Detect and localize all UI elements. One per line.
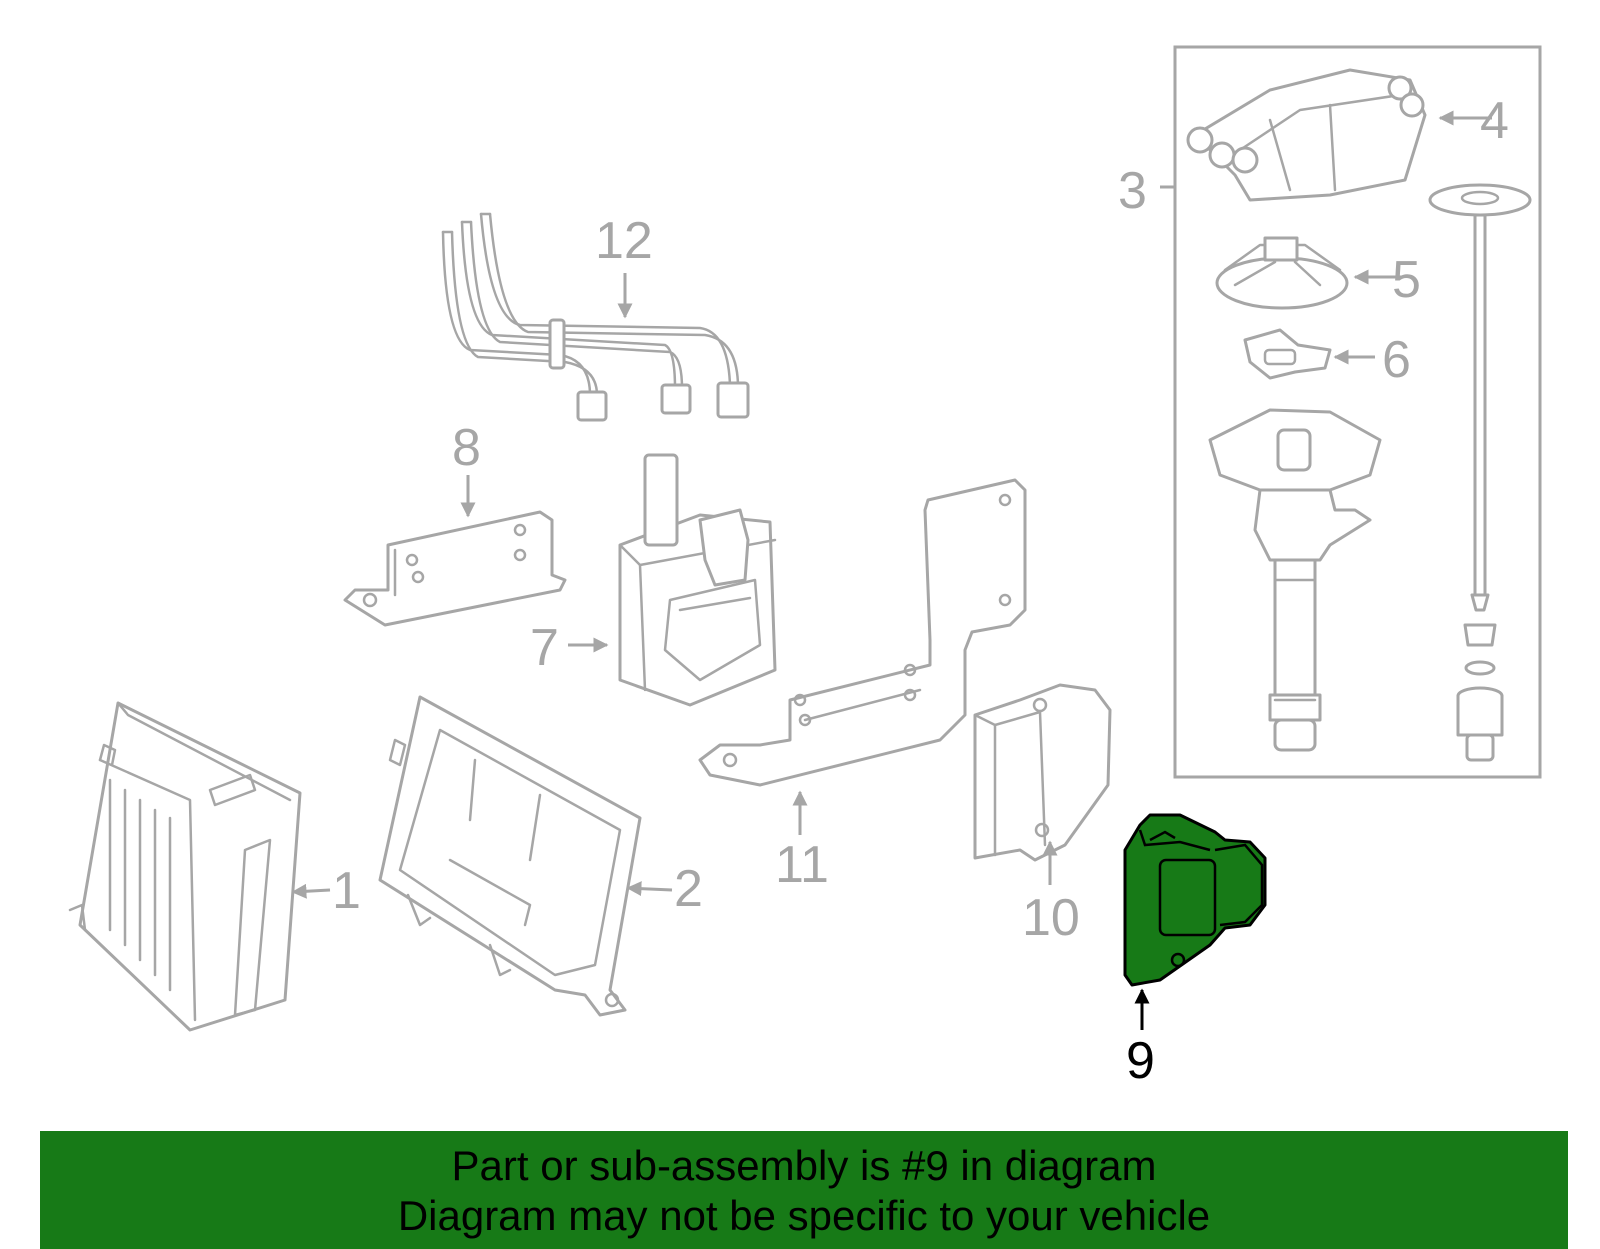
callout-1: 1 [332,862,361,920]
part-12-wiring-harness[interactable] [441,212,750,422]
banner-line-2: Diagram may not be specific to your vehi… [397,1192,1211,1239]
part-11-mounting-bracket[interactable] [698,478,1027,787]
distributor-housing [1208,408,1382,752]
leader-2 [626,881,673,897]
callout-8: 8 [452,419,481,477]
callout-6: 6 [1382,331,1411,389]
part-6-pickup-coil[interactable] [1243,328,1332,380]
callout-12: 12 [595,212,653,270]
info-banner: Part or sub-assembly is #9 in diagram Di… [40,1131,1568,1249]
part-9-sensor-highlighted[interactable] [1123,813,1267,987]
part-5-rotor[interactable] [1215,236,1349,310]
banner-line-1: Part or sub-assembly is #9 in diagram [451,1142,1157,1189]
callout-2: 2 [674,860,703,918]
part-4-distributor-cap[interactable] [1186,68,1427,202]
part-1-control-module[interactable] [68,701,302,1032]
part-10-module-cover[interactable] [973,683,1112,862]
callout-5: 5 [1392,251,1421,309]
callout-7: 7 [530,619,559,677]
callout-3: 3 [1118,162,1147,220]
distributor-shaft [1428,183,1532,762]
part-2-module-bracket[interactable] [378,695,642,1017]
callout-9: 9 [1126,1032,1155,1090]
callout-10: 10 [1022,889,1080,947]
part-7-ignition-coil[interactable] [618,453,777,707]
part-3-distributor-box[interactable] [1173,45,1542,779]
part-8-coil-bracket[interactable] [343,510,567,627]
callout-4: 4 [1480,92,1509,150]
leader-1 [291,883,331,899]
callout-11: 11 [775,836,829,894]
